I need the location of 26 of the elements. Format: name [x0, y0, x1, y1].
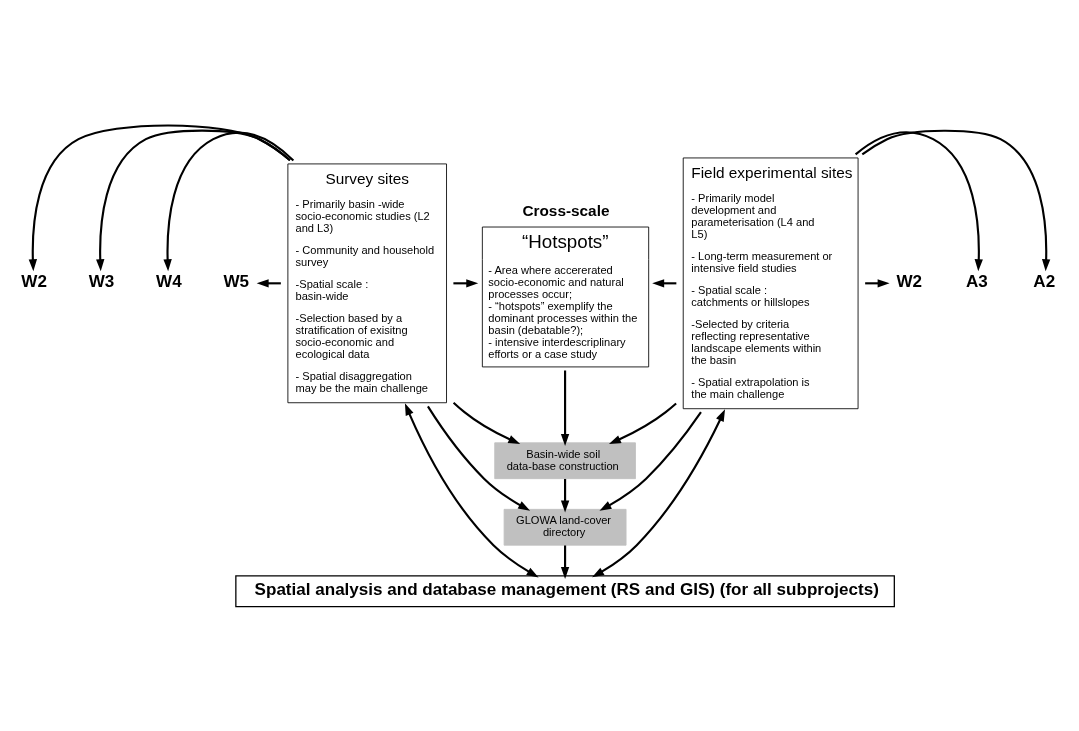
node-text: Cross-scale “Hotspots” - Area where accererated socio-economic and natural processes occur; - “hotspots” exemplify the dominant processes within the basin (debatable?); - intensive interdescriplinary efforts or a case study	[488, 201, 638, 360]
node-text: A2	[1033, 271, 1056, 291]
arrow	[854, 130, 983, 271]
arrow	[599, 411, 702, 511]
arrow	[560, 478, 570, 512]
arrow	[427, 405, 531, 511]
node-text: W2	[21, 271, 47, 291]
node-text: W2	[896, 271, 923, 291]
arrow	[560, 544, 570, 579]
node-text: W4	[156, 271, 182, 291]
arrow	[560, 370, 570, 446]
arrow	[452, 401, 521, 444]
arrow	[865, 278, 890, 287]
node-text: A3	[965, 271, 988, 291]
arrow	[861, 129, 1051, 271]
arrow	[404, 402, 539, 577]
node-box: Spatial analysis and database management (RS and GIS) (for all subprojects)	[235, 574, 895, 607]
node-box: Basin-wide soil data-base construction	[494, 441, 636, 479]
arrow	[28, 123, 291, 271]
node-text: W5	[223, 271, 250, 291]
arrow	[163, 131, 295, 271]
node-box: GLOWA land-cover directory	[503, 508, 627, 546]
arrow	[96, 129, 291, 271]
arrow	[608, 402, 677, 444]
node-text: W3	[88, 271, 115, 291]
arrow	[592, 408, 726, 577]
